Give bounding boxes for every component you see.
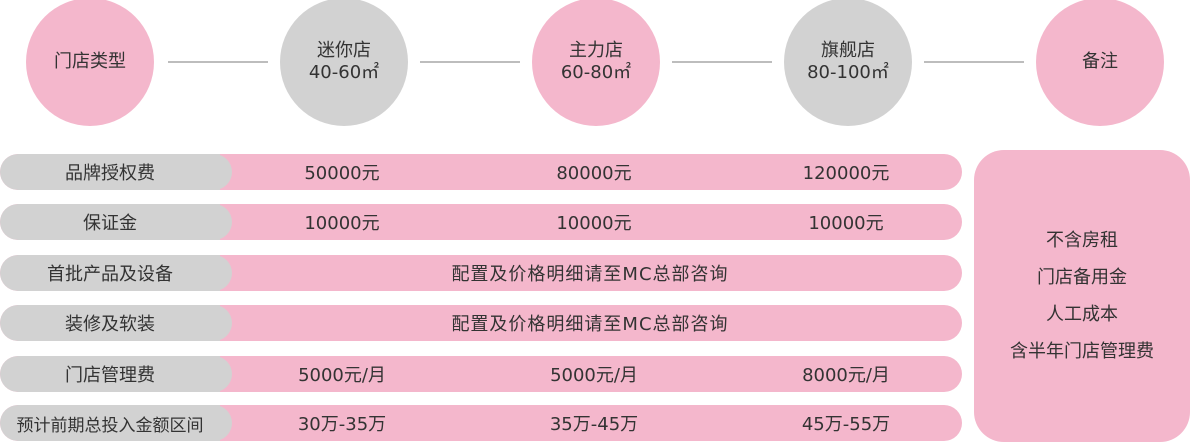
- connector-line: [672, 61, 772, 63]
- mini-store-name: 迷你店: [317, 40, 371, 61]
- fee-row-total-investment: 预计前期总投入金额区间 30万-35万 35万-45万 45万-55万: [0, 405, 962, 441]
- remark-box: 不含房租 门店备用金 人工成本 含半年门店管理费: [974, 150, 1190, 442]
- fee-row-management: 门店管理费 5000元/月 5000元/月 8000元/月: [0, 356, 962, 392]
- row-label: 首批产品及设备: [0, 255, 232, 291]
- row-label: 装修及软装: [0, 305, 232, 341]
- store-type-circle: 门店类型: [26, 0, 154, 126]
- fee-row-initial-products: 首批产品及设备 配置及价格明细请至MC总部咨询: [0, 255, 962, 291]
- row-label: 品牌授权费: [0, 154, 232, 190]
- span-value: 配置及价格明细请至MC总部咨询: [451, 264, 729, 285]
- flagship-store-area: 80-100㎡: [807, 62, 889, 83]
- fee-row-deposit: 保证金 10000元 10000元 10000元: [0, 204, 962, 240]
- span-value: 配置及价格明细请至MC总部咨询: [451, 314, 729, 335]
- row-label-text: 门店管理费: [65, 365, 155, 386]
- note-item: 门店备用金: [1037, 267, 1127, 288]
- mini-value: 5000元/月: [298, 365, 386, 386]
- store-type-label: 门店类型: [54, 51, 126, 72]
- row-label: 预计前期总投入金额区间: [0, 405, 232, 441]
- flagship-value: 45万-55万: [801, 414, 891, 435]
- row-label: 门店管理费: [0, 356, 232, 392]
- mini-store-circle: 迷你店 40-60㎡: [280, 0, 408, 126]
- row-label-text: 品牌授权费: [65, 163, 155, 184]
- connector-line: [924, 61, 1024, 63]
- mini-store-area: 40-60㎡: [308, 62, 380, 83]
- note-item: 人工成本: [1046, 304, 1118, 325]
- main-store-circle: 主力店 60-80㎡: [532, 0, 660, 126]
- connector-line: [420, 61, 520, 63]
- mini-value: 50000元: [304, 163, 380, 184]
- row-label: 保证金: [0, 204, 232, 240]
- fee-row-decoration: 装修及软装 配置及价格明细请至MC总部咨询: [0, 305, 962, 341]
- flagship-value: 10000元: [808, 213, 884, 234]
- flagship-value: 120000元: [802, 163, 890, 184]
- mini-value: 10000元: [304, 213, 380, 234]
- flagship-value: 8000元/月: [802, 365, 890, 386]
- flagship-store-circle: 旗舰店 80-100㎡: [784, 0, 912, 126]
- main-value: 35万-45万: [549, 414, 639, 435]
- remark-circle: 备注: [1036, 0, 1164, 126]
- connector-line: [168, 61, 268, 63]
- row-label-text: 保证金: [83, 213, 137, 234]
- note-item: 含半年门店管理费: [1010, 341, 1154, 362]
- flagship-store-name: 旗舰店: [821, 40, 875, 61]
- remark-label: 备注: [1082, 51, 1118, 72]
- row-label-text: 预计前期总投入金额区间: [16, 415, 204, 436]
- main-store-area: 60-80㎡: [560, 62, 632, 83]
- main-value: 10000元: [556, 213, 632, 234]
- main-value: 5000元/月: [550, 365, 638, 386]
- fee-row-brand-license: 品牌授权费 50000元 80000元 120000元: [0, 154, 962, 190]
- main-value: 80000元: [556, 163, 632, 184]
- row-label-text: 装修及软装: [65, 314, 155, 335]
- row-label-text: 首批产品及设备: [47, 264, 173, 285]
- main-store-name: 主力店: [569, 40, 623, 61]
- note-item: 不含房租: [1046, 230, 1118, 251]
- mini-value: 30万-35万: [297, 414, 387, 435]
